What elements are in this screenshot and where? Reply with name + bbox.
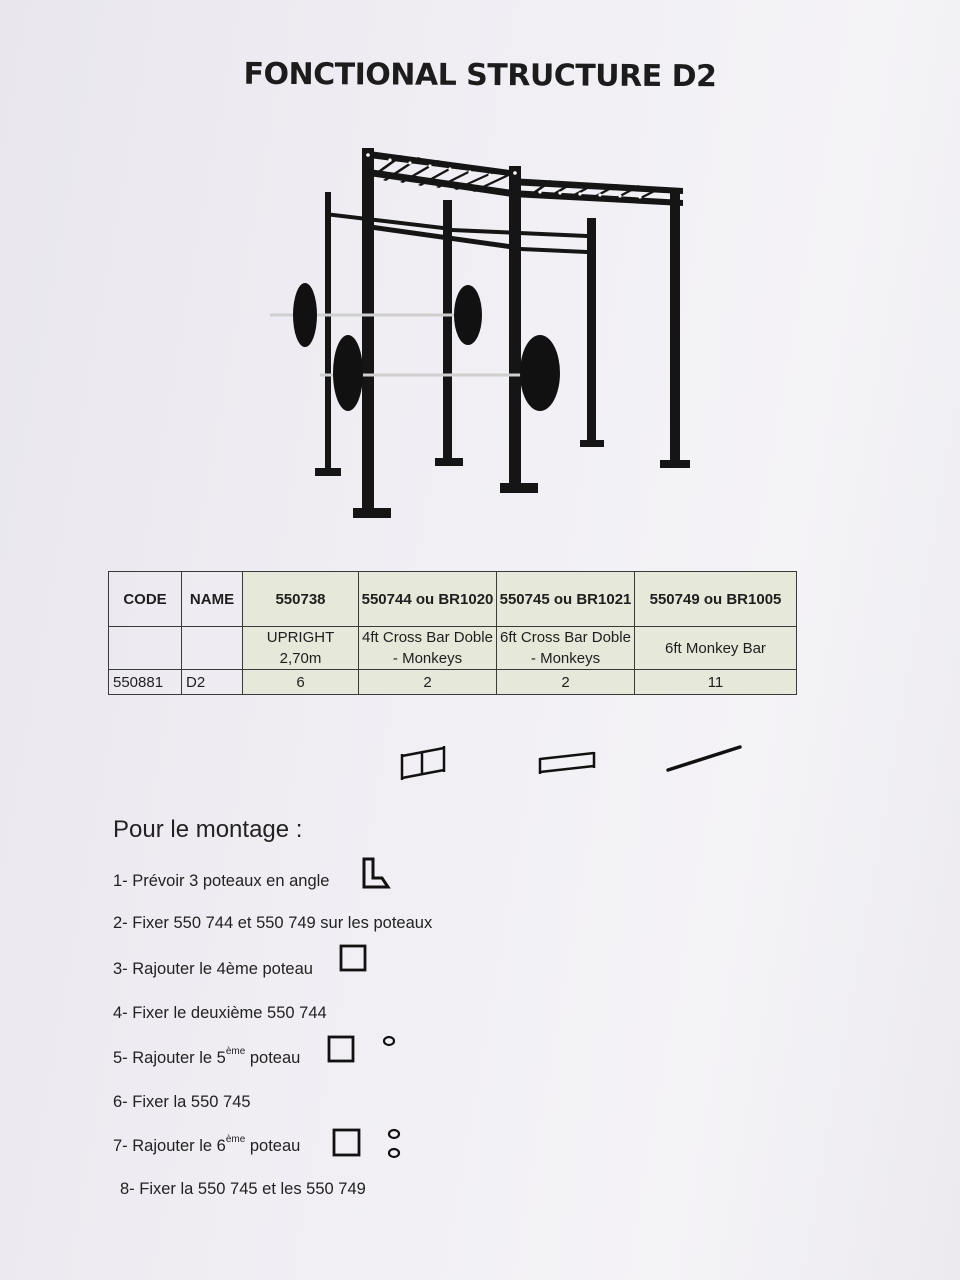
assembly-step-7-pre: 7- Rajouter le 6 — [113, 1137, 226, 1155]
assembly-step-4: 4- Fixer le deuxième 550 744 — [113, 1004, 327, 1022]
desc-6ft-crossbar: 6ft Cross Bar Doble - Monkeys — [496, 626, 635, 670]
desc-upright: UPRIGHT 2,70m — [242, 626, 359, 670]
monkey-bar-icon — [666, 745, 742, 772]
desc-name — [181, 626, 243, 670]
double-ring-icon — [387, 1128, 401, 1159]
table-row: 550881 D2 6 2 2 11 — [108, 669, 797, 695]
row-qty-upright: 6 — [242, 669, 359, 695]
assembly-step-3: 3- Rajouter le 4ème poteau — [113, 960, 313, 978]
assembly-step-1: 1- Prévoir 3 poteaux en angle — [113, 872, 330, 890]
table-description-row: UPRIGHT 2,70m 4ft Cross Bar Doble - Monk… — [108, 626, 797, 670]
header-6ft-crossbar: 550745 ou BR1021 — [496, 571, 635, 627]
row-name: D2 — [181, 669, 243, 695]
table-header-row: CODE NAME 550738 550744 ou BR1020 550745… — [108, 571, 797, 627]
rig-illustration — [270, 148, 690, 518]
row-qty-6ft-crossbar: 2 — [496, 669, 635, 695]
assembly-step-7-post: poteau — [245, 1137, 301, 1155]
assembly-step-8: 8- Fixer la 550 745 et les 550 749 — [120, 1180, 366, 1198]
assembly-step-5-post: poteau — [245, 1049, 301, 1067]
header-upright: 550738 — [242, 571, 359, 627]
row-qty-monkey-bar: 11 — [634, 669, 797, 695]
assembly-step-7-sup: ème — [225, 1134, 246, 1145]
square-post-icon — [327, 1035, 355, 1063]
4ft-cross-bar-icon — [400, 746, 446, 780]
header-name: NAME — [181, 571, 243, 627]
row-qty-4ft-crossbar: 2 — [358, 669, 497, 695]
square-post-icon — [332, 1128, 361, 1157]
assembly-step-5-pre: 5- Rajouter le 5 — [113, 1049, 226, 1067]
square-post-icon — [339, 944, 367, 972]
6ft-cross-bar-icon — [538, 751, 596, 774]
assembly-step-7: 7- Rajouter le 6ème poteau — [113, 1134, 300, 1156]
ring-icon — [382, 1035, 396, 1047]
assembly-step-6: 6- Fixer la 550 745 — [113, 1093, 251, 1111]
row-code: 550881 — [108, 669, 182, 695]
header-monkey-bar: 550749 ou BR1005 — [634, 571, 797, 627]
assembly-step-5: 5- Rajouter le 5ème poteau — [113, 1046, 300, 1068]
document-title: FONCTIONAL STRUCTURE D2 — [243, 56, 717, 95]
header-code: CODE — [108, 571, 182, 627]
desc-code — [108, 626, 182, 670]
header-4ft-crossbar: 550744 ou BR1020 — [358, 571, 497, 627]
desc-4ft-crossbar: 4ft Cross Bar Doble - Monkeys — [358, 626, 497, 670]
assembly-step-5-sup: ème — [225, 1046, 246, 1057]
desc-monkey-bar: 6ft Monkey Bar — [634, 626, 797, 670]
assembly-step-2: 2- Fixer 550 744 et 550 749 sur les pote… — [113, 914, 433, 932]
parts-table: CODE NAME 550738 550744 ou BR1020 550745… — [108, 571, 797, 695]
angle-posts-icon — [362, 857, 391, 889]
assembly-heading: Pour le montage : — [113, 816, 303, 843]
